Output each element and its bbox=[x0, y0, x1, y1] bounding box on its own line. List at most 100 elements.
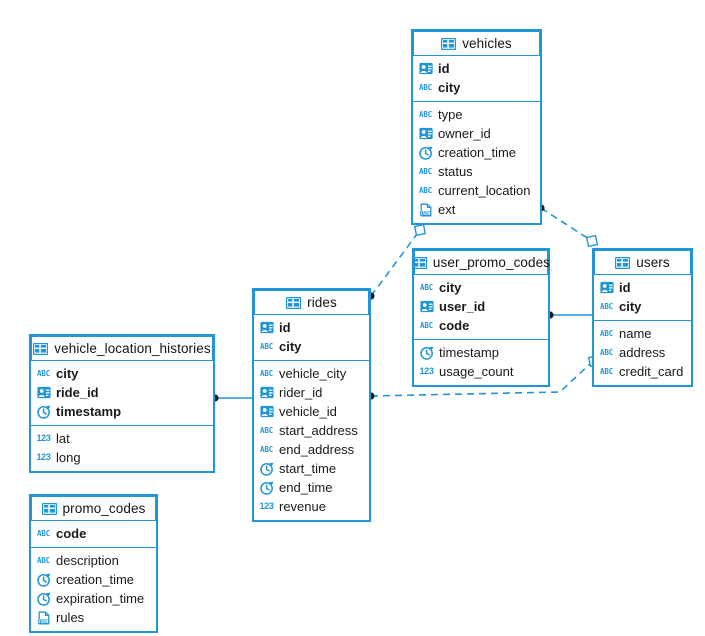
id-badge-icon bbox=[419, 299, 434, 314]
abc-text-icon: ABC bbox=[260, 425, 273, 435]
relationship-line bbox=[370, 361, 593, 397]
column-name: code bbox=[439, 318, 470, 333]
clock-icon bbox=[419, 345, 434, 360]
id-badge-icon bbox=[259, 385, 274, 400]
column-row[interactable]: 123 long bbox=[31, 448, 213, 467]
relationship-rel-vehicles-rides[interactable] bbox=[367, 223, 427, 300]
column-name: description bbox=[56, 553, 119, 568]
relationship-rel-vehicles-users[interactable] bbox=[537, 204, 599, 248]
table-header[interactable]: promo_codes bbox=[31, 496, 156, 521]
table-grid-icon bbox=[411, 255, 427, 270]
table-header[interactable]: vehicle_location_histories bbox=[31, 336, 213, 361]
column-row[interactable]: owner_id bbox=[413, 124, 540, 143]
column-row[interactable]: ABC city bbox=[414, 278, 548, 297]
column-row[interactable]: end_time bbox=[254, 478, 369, 497]
relationship-endpoint-square bbox=[413, 223, 427, 237]
column-name: vehicle_city bbox=[279, 366, 347, 381]
table-grid-icon bbox=[33, 341, 49, 356]
column-row[interactable]: vehicle_id bbox=[254, 402, 369, 421]
column-name: ride_id bbox=[56, 385, 99, 400]
table-title: user_promo_codes bbox=[432, 255, 551, 270]
123-number-icon: 123 bbox=[36, 452, 51, 462]
column-name: creation_time bbox=[438, 145, 517, 160]
column-row[interactable]: ride_id bbox=[31, 383, 213, 402]
relationship-line bbox=[370, 229, 421, 297]
123-number-icon: 123 bbox=[36, 433, 51, 443]
column-name: city bbox=[438, 80, 461, 95]
table-header[interactable]: user_promo_codes bbox=[411, 250, 551, 275]
column-row[interactable]: id bbox=[254, 318, 369, 337]
clock-icon bbox=[259, 461, 274, 476]
table-header[interactable]: vehicles bbox=[413, 31, 540, 56]
column-row[interactable]: creation_time bbox=[31, 570, 156, 589]
column-name: name bbox=[619, 326, 652, 341]
column-name: id bbox=[438, 61, 450, 76]
clock-icon bbox=[259, 480, 274, 495]
table-title: vehicles bbox=[462, 36, 512, 51]
column-name: usage_count bbox=[439, 364, 514, 379]
column-name: rider_id bbox=[279, 385, 323, 400]
column-row[interactable]: timestamp bbox=[414, 343, 548, 362]
column-row[interactable]: ABC name bbox=[594, 324, 691, 343]
column-row[interactable]: id bbox=[594, 278, 691, 297]
abc-text-icon: ABC bbox=[37, 368, 50, 378]
column-name: long bbox=[56, 450, 81, 465]
relationship-rel-vlh-rides[interactable] bbox=[211, 394, 252, 402]
column-name: creation_time bbox=[56, 572, 135, 587]
column-row[interactable]: user_id bbox=[414, 297, 548, 316]
column-row[interactable]: expiration_time bbox=[31, 589, 156, 608]
column-name: expiration_time bbox=[56, 591, 145, 606]
abc-text-icon: ABC bbox=[419, 166, 432, 176]
column-row[interactable]: creation_time bbox=[413, 143, 540, 162]
relationship-rel-userpromocodes-users[interactable] bbox=[546, 311, 592, 319]
column-row[interactable]: id bbox=[413, 59, 540, 78]
abc-text-icon: ABC bbox=[420, 282, 433, 292]
column-name: owner_id bbox=[438, 126, 491, 141]
column-row[interactable]: 123 lat bbox=[31, 429, 213, 448]
table-header[interactable]: rides bbox=[254, 290, 369, 315]
column-row[interactable]: rider_id bbox=[254, 383, 369, 402]
abc-text-icon: ABC bbox=[260, 341, 273, 351]
column-name: end_address bbox=[279, 442, 355, 457]
column-row[interactable]: start_time bbox=[254, 459, 369, 478]
id-badge-icon bbox=[418, 126, 433, 141]
column-row[interactable]: timestamp bbox=[31, 402, 213, 421]
id-badge-icon bbox=[418, 61, 433, 76]
relationship-endpoint-square bbox=[585, 234, 599, 248]
clock-icon bbox=[418, 145, 433, 160]
table-header[interactable]: users bbox=[594, 250, 691, 275]
abc-text-icon: ABC bbox=[600, 328, 613, 338]
column-name: city bbox=[439, 280, 462, 295]
abc-text-icon: ABC bbox=[419, 185, 432, 195]
column-name: lat bbox=[56, 431, 70, 446]
